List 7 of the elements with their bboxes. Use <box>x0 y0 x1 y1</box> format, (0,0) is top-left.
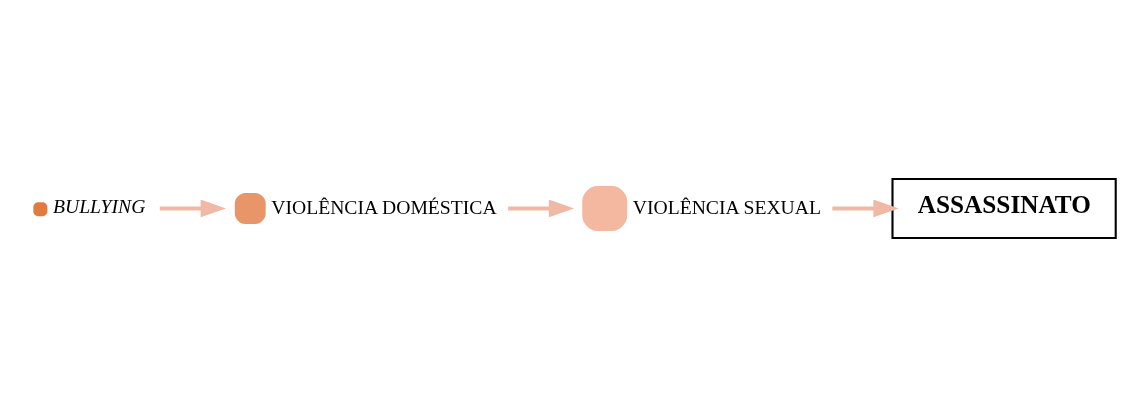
arrow <box>832 199 899 218</box>
node-label: BULLYING <box>52 194 146 217</box>
arrow <box>508 199 575 218</box>
arrow <box>159 199 226 218</box>
node-label: VIOLÊNCIA SEXUAL <box>632 195 821 218</box>
node-label: VIOLÊNCIA DOMÉSTICA <box>271 195 497 218</box>
node-box: ASSASSINATO <box>891 177 1117 240</box>
